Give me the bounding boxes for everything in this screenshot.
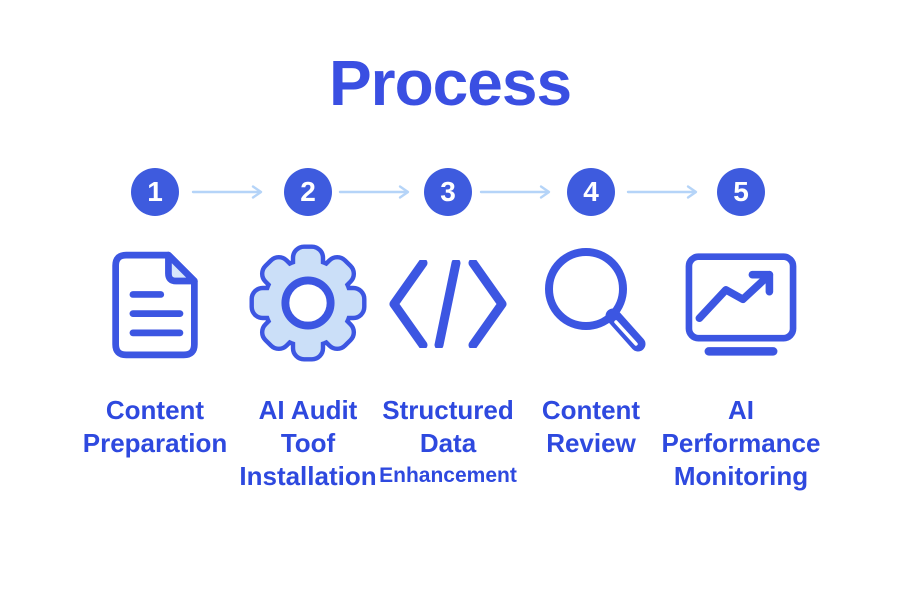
label-line: Monitoring: [673, 461, 809, 491]
label-line: Content: [541, 395, 641, 425]
step-5-badge: 5: [717, 168, 765, 216]
arrow-right-icon: [626, 185, 698, 199]
label-line: Review: [546, 428, 636, 458]
step-5-label: AI Performance Monitoring: [636, 394, 846, 493]
step-4-label: Content Review: [486, 394, 696, 460]
label-line: Structured: [382, 395, 514, 425]
chart-icon: [685, 253, 797, 356]
step-3-number: 3: [440, 176, 456, 207]
step-4-number: 4: [583, 176, 599, 207]
step-3-badge: 3: [424, 168, 472, 216]
gear-icon: [249, 244, 367, 362]
magnifier-icon: [545, 248, 646, 352]
step-2-badge: 2: [284, 168, 332, 216]
label-line: Data: [419, 428, 477, 458]
step-1-number: 1: [147, 176, 163, 207]
document-icon: [112, 251, 198, 359]
label-line: Content: [105, 395, 205, 425]
label-line: AI Audit: [258, 395, 358, 425]
step-4-badge: 4: [567, 168, 615, 216]
step-1-label: Content Preparation: [50, 394, 260, 460]
step-3-label: Structured Data Enhancement: [343, 394, 553, 491]
step-5-number: 5: [733, 176, 749, 207]
code-icon: [389, 260, 507, 348]
label-line: Preparation: [82, 428, 228, 458]
step-2-number: 2: [300, 176, 316, 207]
step-1-badge: 1: [131, 168, 179, 216]
label-line: Performance: [661, 428, 821, 458]
label-line: Enhancement: [379, 464, 517, 487]
arrow-right-icon: [479, 185, 551, 199]
arrow-right-icon: [338, 185, 410, 199]
label-line: AI: [728, 395, 754, 425]
page-title: Process: [328, 47, 572, 119]
label-line: Toof: [280, 428, 336, 458]
arrow-right-icon: [191, 185, 263, 199]
label-line: Installation: [239, 461, 377, 491]
step-2-label: AI Audit Toof Installation: [203, 394, 413, 493]
